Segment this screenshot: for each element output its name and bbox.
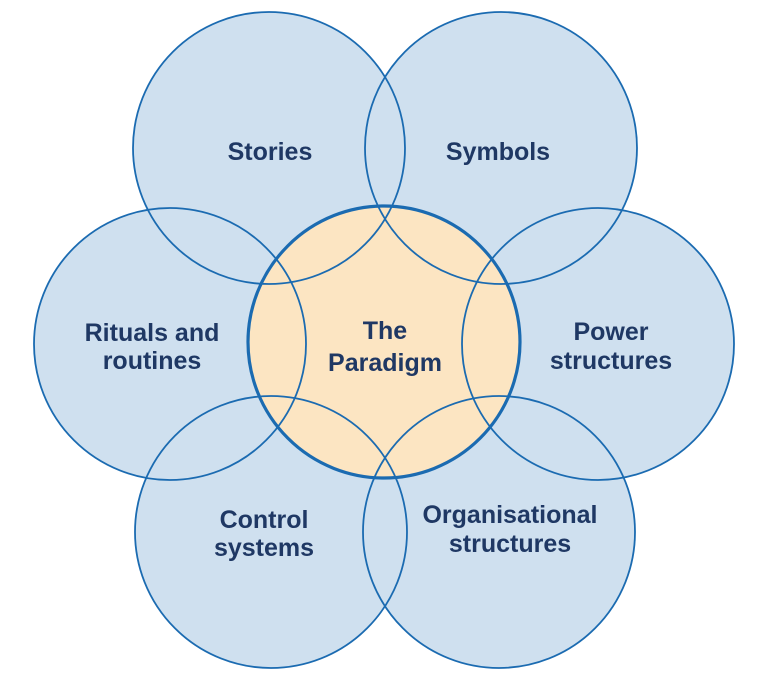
- symbols-label: Symbols: [446, 138, 550, 166]
- control-systems-label-line-2: systems: [214, 534, 314, 562]
- power-structures-label-line-1: Power: [573, 318, 648, 346]
- organisational-structures-circle-outline: [362, 395, 636, 669]
- power-structures-circle-outline: [461, 207, 735, 481]
- control-systems-label-line-1: Control: [220, 506, 309, 534]
- organisational-structures-label-line-2: structures: [449, 530, 571, 558]
- control-systems-circle-outline: [134, 395, 408, 669]
- stories-circle-outline: [132, 11, 406, 285]
- symbols-circle-outline: [364, 11, 638, 285]
- paradigm-label-line-1: The: [363, 317, 408, 345]
- rituals-and-routines-label-line-1: Rituals and: [85, 319, 220, 347]
- power-structures-label-line-2: structures: [550, 347, 672, 375]
- rituals-and-routines-label-line-2: routines: [103, 347, 202, 375]
- rituals-and-routines-circle-outline: [33, 207, 307, 481]
- paradigm-label-line-2: Paradigm: [328, 349, 442, 377]
- stories-label: Stories: [228, 138, 313, 166]
- organisational-structures-label-line-1: Organisational: [422, 501, 597, 529]
